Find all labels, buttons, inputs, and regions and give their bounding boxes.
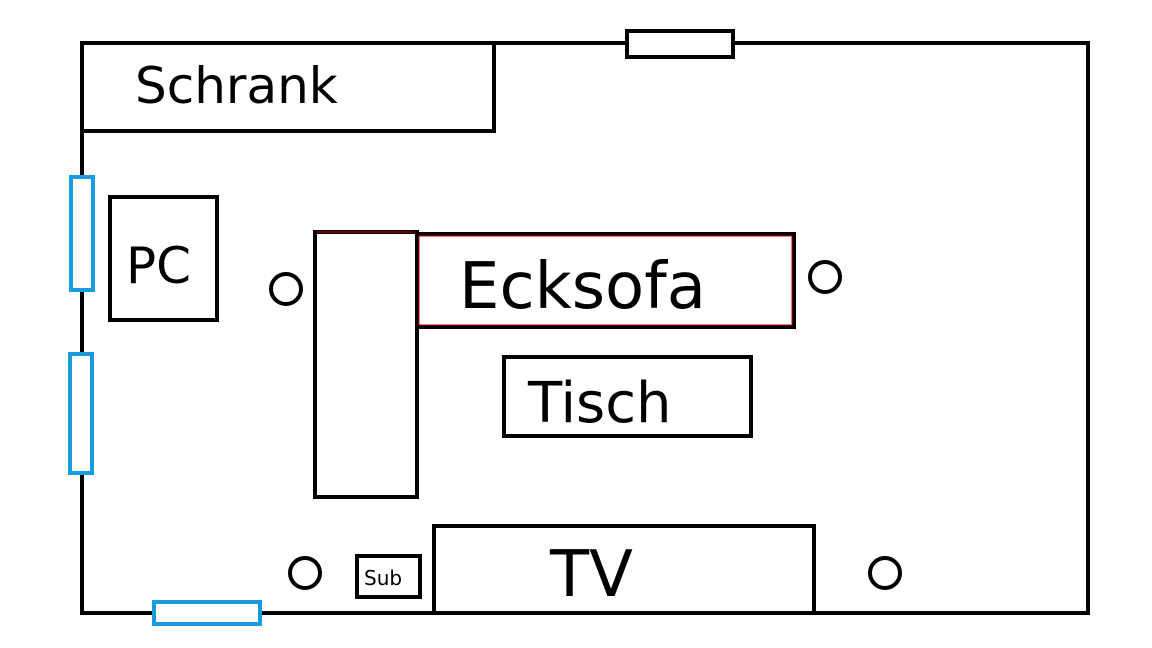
ecksofa-vertical [313,230,419,499]
pc-label: PC [126,237,191,295]
speaker-left-top [269,272,303,306]
ecksofa-horizontal [415,232,796,329]
speaker-right-bottom [868,556,902,590]
tv-box [432,524,816,615]
window-left-upper [69,175,95,292]
speaker-left-bottom [288,556,322,590]
window-bottom [152,600,262,626]
ecksofa-label: Ecksofa [459,250,706,324]
sub-label: Sub [364,566,402,590]
tisch-label: Tisch [527,371,672,436]
ecksofa-accent [418,235,793,326]
tisch-box [502,355,753,438]
top-door [625,29,735,59]
tv-label: TV [549,538,633,612]
speaker-right-top [808,260,842,294]
schrank-label: Schrank [135,57,338,115]
schrank-box [80,41,496,133]
sub-box [355,554,422,599]
window-left-lower [68,352,94,475]
pc-box [108,195,219,322]
